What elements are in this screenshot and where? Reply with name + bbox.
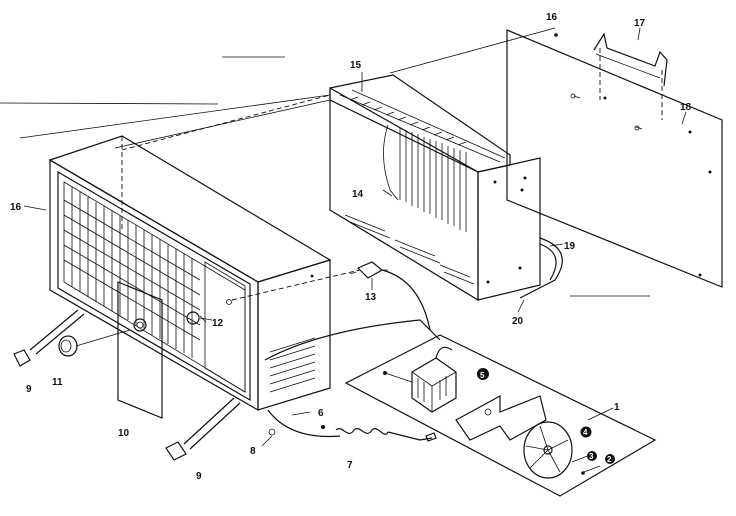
callout-7: 7 [347, 460, 353, 471]
callout-16b: 16 [10, 202, 22, 213]
callout-20: 20 [512, 316, 524, 327]
callout-17: 17 [634, 18, 646, 29]
motor-bracket [455, 394, 547, 441]
handle-bracket [593, 32, 668, 120]
callout-18: 18 [680, 102, 692, 113]
callout-2: 2 [607, 455, 612, 464]
back-panel [506, 29, 723, 288]
filled-callout-markers [477, 368, 615, 464]
guide-lines [0, 27, 650, 297]
side-louvers [269, 337, 316, 393]
callout-10: 10 [118, 428, 130, 439]
callout-16a: 16 [546, 12, 558, 23]
outer-cabinet [48, 94, 332, 412]
callout-8: 8 [250, 446, 256, 457]
callout-9a: 9 [26, 384, 32, 395]
fan-tray [344, 334, 657, 497]
control-knob [58, 329, 131, 357]
power-cord [267, 409, 437, 442]
front-panel [117, 281, 163, 419]
leg-left [13, 309, 85, 367]
callout-19: 19 [564, 241, 576, 252]
fan-blade [523, 421, 573, 479]
callout-12: 12 [212, 318, 224, 329]
callout-14: 14 [352, 189, 364, 200]
grille-bars [63, 187, 201, 358]
callout-11: 11 [52, 377, 63, 388]
callout-9b: 9 [196, 471, 202, 482]
callout-15: 15 [350, 60, 362, 71]
callout-6: 6 [318, 408, 324, 419]
callout-5: 5 [480, 371, 485, 380]
heater-chassis [329, 74, 563, 302]
leg-right [165, 397, 241, 461]
callout-labels: 1 2 3 4 5 6 7 8 9 9 10 11 12 13 14 15 16… [10, 12, 692, 482]
callout-13: 13 [365, 292, 377, 303]
fan-motor [411, 346, 457, 413]
thermostat-switch [231, 261, 441, 361]
thermostat [186, 311, 213, 325]
heating-elements [383, 124, 467, 232]
leader-lines [23, 27, 687, 447]
fasteners [268, 371, 601, 475]
callout-3: 3 [589, 452, 594, 461]
callout-1: 1 [614, 402, 620, 413]
callout-4: 4 [583, 428, 588, 437]
